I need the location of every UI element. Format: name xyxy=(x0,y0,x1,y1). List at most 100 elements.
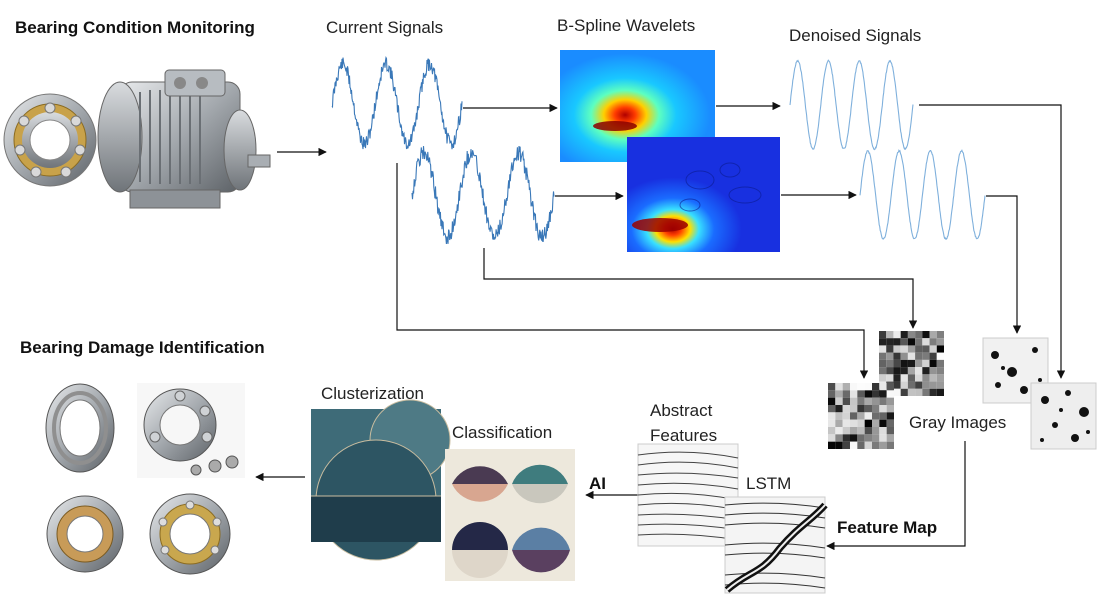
pixel-cell xyxy=(879,434,887,442)
pixel-cell xyxy=(864,441,872,449)
gray-image-2 xyxy=(828,383,894,449)
pixel-cell xyxy=(907,374,916,382)
pixel-cell xyxy=(929,331,937,339)
pixel-cell xyxy=(879,352,887,360)
pixel-cell xyxy=(835,441,843,449)
pixel-cell xyxy=(828,397,836,405)
pixel-cell xyxy=(893,331,901,339)
pixel-cell xyxy=(886,419,894,427)
pixel-cell xyxy=(936,374,944,382)
damaged-bearing-3 xyxy=(46,495,124,573)
pixel-cell xyxy=(879,374,887,382)
classification-image xyxy=(445,449,575,581)
pixel-cell xyxy=(828,441,836,449)
bearing-photo-top xyxy=(3,93,97,187)
pixel-cell xyxy=(842,405,850,413)
pixel-cell xyxy=(879,441,887,449)
pixel-cell xyxy=(886,352,894,360)
pixel-cell xyxy=(936,381,944,389)
pixel-cell xyxy=(886,390,894,398)
pixel-cell xyxy=(857,405,865,413)
pixel-cell xyxy=(864,419,872,427)
pixel-cell xyxy=(915,338,923,346)
pixel-cell xyxy=(842,419,850,427)
pixel-cell xyxy=(879,359,887,368)
pixel-cell xyxy=(893,367,901,375)
lstm-feature-image xyxy=(724,496,828,594)
pixel-cell xyxy=(893,388,901,396)
gray-image-1 xyxy=(879,331,944,396)
pixel-cell xyxy=(864,427,872,435)
pixel-cell xyxy=(850,419,858,427)
pixel-cell xyxy=(835,405,843,413)
pixel-cell xyxy=(835,383,843,391)
pixel-cell xyxy=(893,338,901,346)
pixel-cell xyxy=(857,412,865,420)
pixel-cell xyxy=(864,405,872,413)
pixel-cell xyxy=(864,383,872,391)
pixel-cell xyxy=(879,390,887,398)
bearing-condition-monitoring-title: Bearing Condition Monitoring xyxy=(15,18,255,37)
pixel-cell xyxy=(886,338,894,346)
pixel-cell xyxy=(872,427,880,435)
pixel-cell xyxy=(842,383,850,391)
bspline-wavelets-label: B-Spline Wavelets xyxy=(557,16,696,35)
pixel-cell xyxy=(864,412,872,420)
pixel-cell xyxy=(835,434,843,442)
pixel-cell xyxy=(907,338,916,346)
pixel-cell xyxy=(907,388,916,396)
denoised-signal-2 xyxy=(859,149,986,241)
pixel-cell xyxy=(922,374,930,382)
current-signal-1 xyxy=(331,55,463,150)
connector-arrows xyxy=(255,101,1066,551)
damaged-bearing-2 xyxy=(137,383,245,478)
pixel-cell xyxy=(835,390,843,398)
pixel-cell xyxy=(879,367,887,375)
pixel-cell xyxy=(828,383,836,391)
pixel-cell xyxy=(907,381,916,389)
pixel-cell xyxy=(936,345,944,353)
classification-label: Classification xyxy=(452,423,553,442)
pixel-cell xyxy=(872,441,880,449)
pixel-cell xyxy=(915,374,923,382)
pixel-cell xyxy=(893,352,901,360)
abstract-features-label: Abstract Features xyxy=(650,398,717,448)
pixel-cell xyxy=(922,352,930,360)
abstract-features-line2: Features xyxy=(650,426,718,445)
pixel-cell xyxy=(850,383,858,391)
pixel-cell xyxy=(879,412,887,420)
pixel-cell xyxy=(850,405,858,413)
pixel-cell xyxy=(893,374,901,382)
pixel-cell xyxy=(893,359,901,368)
pixel-cell xyxy=(886,359,894,368)
pixel-cell xyxy=(850,434,858,442)
pixel-cell xyxy=(900,345,908,353)
pixel-cell xyxy=(842,390,850,398)
pixel-cell xyxy=(907,359,916,368)
pixel-cell xyxy=(886,427,894,435)
pixel-cell xyxy=(850,412,858,420)
pixel-cell xyxy=(893,381,901,389)
pixel-cell xyxy=(936,388,944,396)
waveform-line xyxy=(331,55,463,150)
pixel-cell xyxy=(922,388,930,396)
pixel-cell xyxy=(936,367,944,375)
pixel-cell xyxy=(886,397,894,405)
lstm-label: LSTM xyxy=(746,474,792,493)
pixel-cell xyxy=(850,390,858,398)
pixel-cell xyxy=(879,419,887,427)
pixel-cell xyxy=(907,345,916,353)
pixel-cell xyxy=(900,359,908,368)
pixel-cell xyxy=(886,441,894,449)
pixel-cell xyxy=(850,441,858,449)
pixel-cell xyxy=(879,331,887,339)
pixel-cell xyxy=(872,434,880,442)
pixel-cell xyxy=(842,441,850,449)
pixel-cell xyxy=(936,338,944,346)
pixel-cell xyxy=(857,390,865,398)
pixel-cell xyxy=(857,419,865,427)
pixel-cell xyxy=(907,331,916,339)
pixel-cell xyxy=(936,352,944,360)
pixel-cell xyxy=(922,381,930,389)
